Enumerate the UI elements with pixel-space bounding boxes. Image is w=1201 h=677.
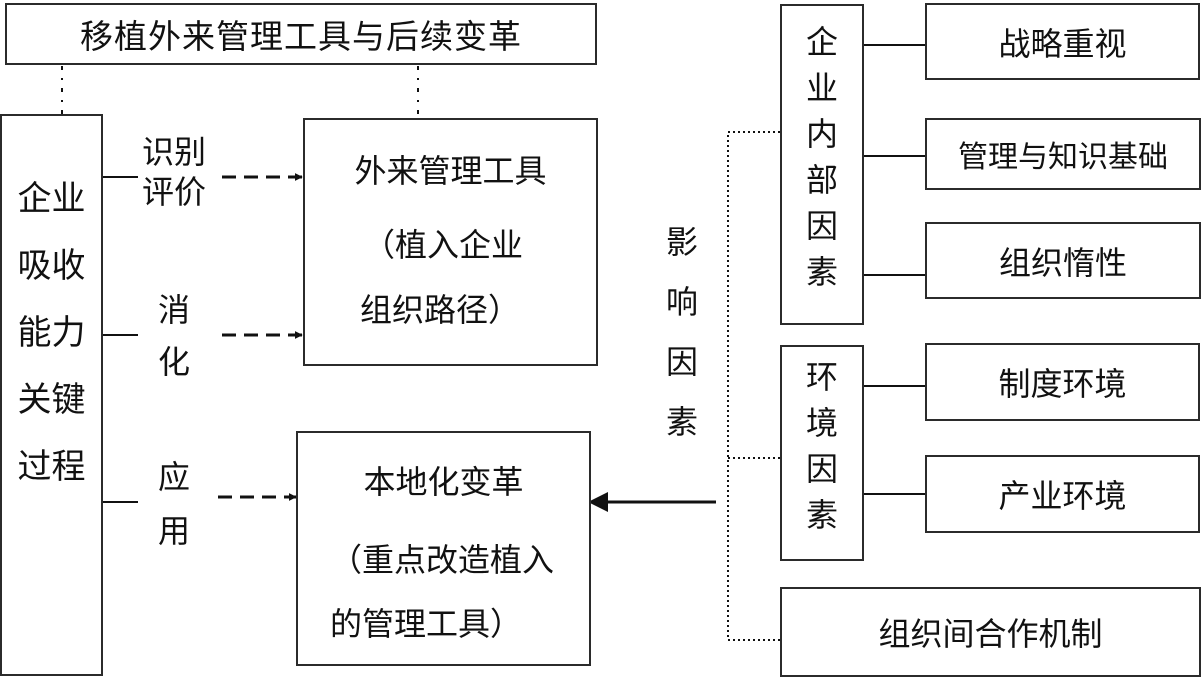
step-identify-evaluate: 识别 评价 <box>141 133 206 211</box>
process-line: 吸收 <box>17 246 86 286</box>
factor-industry-environment: 产业环境 <box>925 455 1200 533</box>
factor-institutional-environment: 制度环境 <box>925 343 1200 421</box>
process-line: 过程 <box>17 447 86 487</box>
inter-organizational-cooperation-box: 组织间合作机制 <box>780 587 1201 677</box>
localization-box: 本地化变革 （重点改造植入 的管理工具） <box>296 431 591 666</box>
factor-strategic-emphasis: 战略重视 <box>925 3 1200 80</box>
localization-title: 本地化变革 <box>363 463 524 501</box>
process-line: 企业 <box>17 179 86 219</box>
factor-management-knowledge-base: 管理与知识基础 <box>925 118 1201 190</box>
foreign-tool-sub2: 组织路径） <box>360 291 521 329</box>
foreign-tool-title: 外来管理工具 <box>354 152 547 190</box>
factor-organizational-inertia: 组织惰性 <box>925 222 1201 299</box>
title-box: 移植外来管理工具与后续变革 <box>5 3 597 65</box>
foreign-tool-sub1: （植入企业 <box>363 226 524 264</box>
step-apply: 应 用 <box>157 458 190 550</box>
foreign-tool-box: 外来管理工具 （植入企业 组织路径） <box>303 118 598 366</box>
influence-factors-label: 影 响 因 素 <box>665 223 698 441</box>
environment-factors-label: 环 境 因 素 <box>805 358 838 534</box>
diagram-title: 移植外来管理工具与后续变革 <box>80 17 522 56</box>
process-line: 能力 <box>17 313 86 353</box>
process-label: 企业 吸收 能力 关键 过程 <box>2 182 101 484</box>
localization-sub2: 的管理工具） <box>330 605 523 643</box>
process-box: 企业 吸收 能力 关键 过程 <box>0 114 103 676</box>
internal-factors-label: 企 业 内 部 因 素 <box>805 23 838 291</box>
localization-sub1: （重点改造植入 <box>330 541 555 579</box>
process-line: 关键 <box>17 380 86 420</box>
environment-factors-box: 环 境 因 素 <box>780 345 864 561</box>
step-digest: 消 化 <box>157 291 190 381</box>
internal-factors-box: 企 业 内 部 因 素 <box>780 4 864 325</box>
